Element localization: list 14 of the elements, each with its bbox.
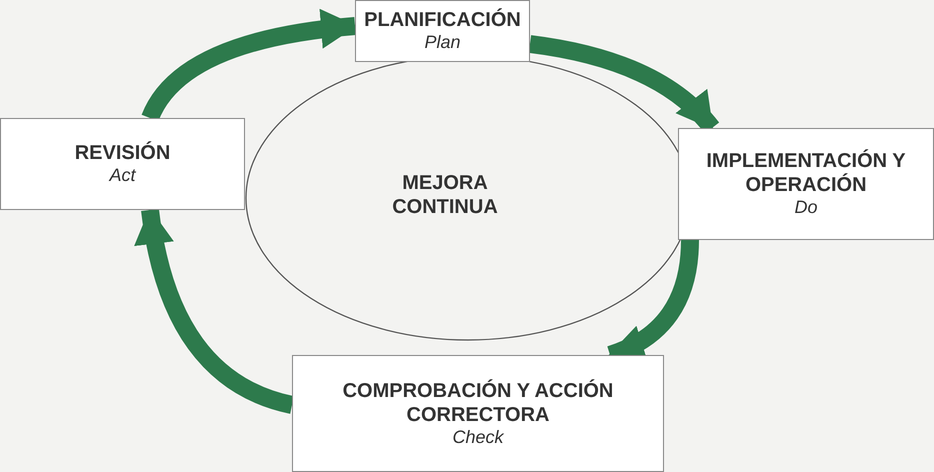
stage-subtitle: Act xyxy=(109,165,136,187)
stage-subtitle: Do xyxy=(794,197,818,219)
stage-title: REVISIÓN xyxy=(74,141,170,166)
stage-subtitle: Check xyxy=(452,426,504,448)
stage-box xyxy=(355,0,530,62)
stage-title: IMPLEMENTACIÓN Y OPERACIÓN xyxy=(705,149,907,198)
stage-title: PLANIFICACIÓN xyxy=(364,8,521,32)
cycle-arrow xyxy=(135,208,294,414)
stage-title: COMPROBACIÓN Y ACCIÓN CORRECTORA xyxy=(342,378,614,427)
stage-subtitle: Plan xyxy=(424,32,461,54)
stage-box xyxy=(678,128,934,240)
stage-box xyxy=(0,118,245,210)
stage-title: MEJORA CONTINUA xyxy=(391,171,499,219)
stage-box xyxy=(292,355,664,472)
